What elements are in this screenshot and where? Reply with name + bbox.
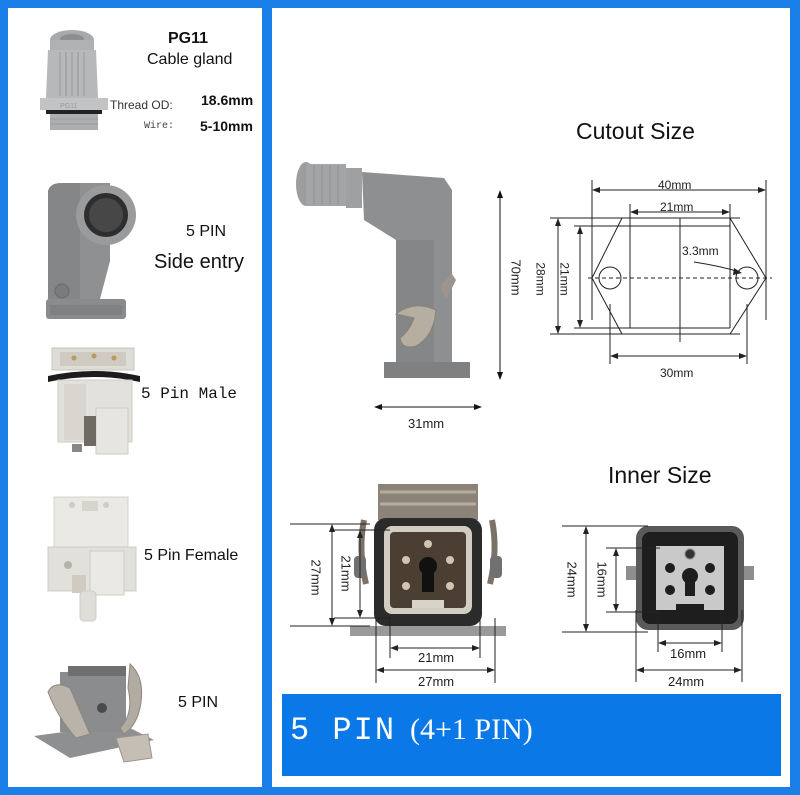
thread-od-value: 18.6mm	[201, 92, 254, 108]
cutout-overall-height: 28mm	[533, 262, 548, 296]
front-inner-width: 21mm	[418, 650, 455, 665]
front-dim-lines	[290, 523, 496, 683]
width-dimension-arrow	[374, 404, 482, 410]
housing-base-item: 5 PIN	[8, 638, 262, 787]
housing-base-photo-icon	[34, 662, 154, 763]
front-face-photo-icon	[350, 484, 506, 636]
cable-gland-photo-icon: PG11	[40, 30, 108, 130]
cutout-section: Cutout Size	[530, 110, 790, 400]
front-outer-width: 27mm	[418, 674, 455, 689]
female-insert-photo-icon	[47, 496, 137, 622]
housing-base-label: 5 PIN	[178, 694, 219, 711]
male-insert-item: 5 Pin Male	[8, 338, 262, 478]
product-parts-panel: PG11 PG11 Cable gland Thread OD: 18.6mm …	[8, 8, 262, 787]
inner-outer-width: 24mm	[668, 674, 705, 689]
height-dimension-arrow	[497, 190, 503, 380]
wire-value: 5-10mm	[200, 118, 253, 134]
inner-inner-height: 16mm	[594, 561, 610, 598]
cutout-drawing-icon	[550, 180, 772, 364]
side-view-section: 70mm 31mm	[272, 100, 532, 440]
side-entry-hood-photo-icon	[46, 183, 136, 319]
gland-title: PG11	[168, 30, 209, 47]
cutout-hole-spacing: 30mm	[660, 366, 694, 380]
thread-od-label: Thread OD:	[110, 98, 173, 112]
wire-label: Wire:	[144, 121, 175, 132]
banner-main: 5 PIN	[290, 712, 397, 749]
side-width-label: 31mm	[408, 416, 445, 431]
side-height-label: 70mm	[508, 259, 524, 296]
inner-inner-width: 16mm	[670, 646, 707, 661]
inner-size-title: Inner Size	[608, 462, 712, 488]
cutout-overall-width: 40mm	[658, 178, 692, 192]
cutout-hole-diameter: 3.3mm	[682, 244, 719, 258]
cutout-inner-height: 21mm	[557, 262, 572, 296]
dimensions-panel: 70mm 31mm Cutout Size	[272, 8, 790, 787]
hood-pin-label: 5 PIN	[186, 223, 227, 240]
banner-text: 5 PIN (4+1 PIN)	[290, 712, 533, 749]
cutout-inner-width: 21mm	[660, 200, 694, 214]
svg-text:PG11: PG11	[60, 103, 77, 110]
cable-gland-item: PG11 PG11 Cable gland Thread OD: 18.6mm …	[8, 8, 262, 158]
female-insert-label: 5 Pin Female	[144, 547, 239, 564]
inner-dim-lines	[562, 525, 743, 682]
inner-outer-height: 24mm	[564, 561, 580, 598]
cutout-title: Cutout Size	[576, 118, 695, 144]
inner-face-photo-icon	[626, 526, 754, 630]
side-entry-hood-item: 5 PIN Side entry	[8, 163, 262, 323]
banner-sub: (4+1 PIN)	[410, 713, 533, 746]
gland-subtitle: Cable gland	[147, 51, 233, 68]
female-insert-item: 5 Pin Female	[8, 483, 262, 633]
pin-count-banner: 5 PIN (4+1 PIN)	[282, 694, 781, 776]
front-view-section: 27mm 21mm 21mm 27mm	[290, 468, 550, 690]
hood-entry-label: Side entry	[154, 251, 245, 273]
male-insert-label: 5 Pin Male	[141, 385, 238, 403]
inner-size-section: Inner Size	[548, 460, 788, 692]
assembled-connector-photo-icon	[296, 162, 470, 378]
front-outer-height: 27mm	[308, 559, 324, 596]
male-insert-photo-icon	[48, 347, 140, 455]
front-inner-height: 21mm	[338, 555, 354, 592]
